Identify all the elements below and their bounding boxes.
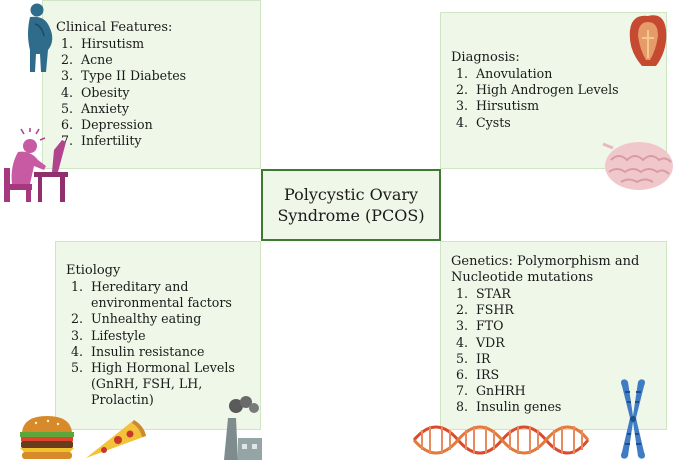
pizza-icon	[86, 420, 146, 458]
list-item-line: Hereditary and	[91, 279, 189, 294]
list-item-line: (GnRH, FSH, LH,	[91, 376, 203, 392]
list-item-line: environmental factors	[91, 295, 232, 311]
list-item: Anxiety	[77, 101, 186, 117]
list-item: Type II Diabetes	[77, 68, 186, 84]
list-item: GnHRH	[472, 383, 639, 399]
list-item: FTO	[472, 318, 639, 334]
list-item: Lifestyle	[87, 328, 235, 344]
etiology-box	[55, 241, 261, 430]
list-item: Cysts	[472, 115, 619, 131]
brain-icon	[602, 142, 673, 190]
list-item: FSHR	[472, 302, 639, 318]
list-item: High Androgen Levels	[472, 82, 619, 98]
etiology-section: Etiology Hereditary and environmental fa…	[66, 263, 235, 409]
list-item: Depression	[77, 117, 186, 133]
clinical-features-title: Clinical Features:	[56, 20, 173, 35]
list-item: IR	[472, 351, 639, 367]
center-title: Polycystic Ovary Syndrome (PCOS)	[261, 169, 441, 241]
list-item-line: Prolactin)	[91, 392, 154, 408]
diagnosis-box	[440, 12, 667, 169]
burger-icon	[20, 416, 74, 459]
list-item: Insulin resistance	[87, 344, 235, 360]
diagnosis-section: Diagnosis: Anovulation High Androgen Lev…	[451, 50, 619, 131]
list-item: Hirsutism	[472, 98, 619, 114]
list-item: Hereditary and environmental factors	[87, 279, 235, 311]
list-item-line: High Hormonal Levels	[91, 360, 235, 376]
center-title-line-1: Polycystic Ovary	[283, 185, 419, 204]
ovary-uterus-icon	[629, 15, 667, 66]
list-item: IRS	[472, 367, 639, 383]
genetics-title-line-1: Genetics: Polymorphism and	[451, 254, 640, 269]
list-item: High Hormonal Levels (GnRH, FSH, LH, Pro…	[87, 360, 235, 409]
obese-person-icon	[28, 3, 53, 72]
chromosome-icon	[621, 379, 645, 459]
clinical-features-section: Clinical Features: Hirsutism Acne Type I…	[56, 20, 186, 149]
list-item: Acne	[77, 52, 186, 68]
list-item: Hirsutism	[77, 36, 186, 52]
list-item: Anovulation	[472, 66, 619, 82]
list-item: Obesity	[77, 85, 186, 101]
clinical-features-box	[42, 0, 261, 169]
etiology-title: Etiology	[66, 263, 121, 278]
list-item: Infertility	[77, 133, 186, 149]
diagnosis-title: Diagnosis:	[451, 50, 520, 65]
list-item: VDR	[472, 335, 639, 351]
stressed-person-icon	[4, 128, 68, 202]
genetics-title-line-2: Nucleotide mutations	[451, 270, 594, 285]
dna-icon	[412, 425, 590, 455]
factory-icon	[224, 396, 262, 460]
list-item: Unhealthy eating	[87, 311, 235, 327]
list-item: STAR	[472, 286, 639, 302]
list-item: Insulin genes	[472, 399, 639, 415]
center-title-line-2: Syndrome (PCOS)	[277, 206, 425, 225]
genetics-section: Genetics: Polymorphism and Nucleotide mu…	[451, 254, 639, 416]
